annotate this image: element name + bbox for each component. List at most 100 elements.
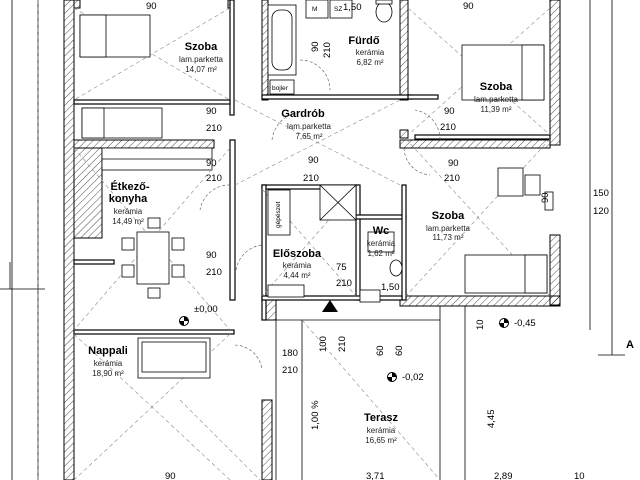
svg-text:kerámia: kerámia — [367, 239, 396, 248]
svg-text:60: 60 — [375, 345, 386, 356]
svg-text:kerámia: kerámia — [94, 359, 123, 368]
room-label-terasz: Terasz kerámia 16,65 m² — [364, 412, 399, 445]
svg-text:210: 210 — [206, 267, 222, 278]
room-label-wc: Wc kerámia 1,62 m² — [367, 225, 396, 258]
svg-text:Előszoba: Előszoba — [273, 248, 322, 260]
svg-text:lam.parketta: lam.parketta — [287, 122, 332, 131]
svg-text:Nappali: Nappali — [88, 345, 128, 357]
interior-walls — [73, 0, 551, 335]
svg-text:90: 90 — [310, 41, 321, 52]
svg-text:210: 210 — [322, 42, 333, 58]
svg-text:6,82 m²: 6,82 m² — [356, 58, 383, 67]
wardrobe-units — [267, 184, 381, 303]
beds — [79, 14, 554, 294]
svg-text:75: 75 — [336, 262, 347, 273]
svg-text:10: 10 — [574, 471, 585, 480]
svg-text:90: 90 — [165, 471, 176, 480]
svg-text:4,44 m²: 4,44 m² — [283, 271, 310, 280]
level-minus002-label: -0,02 — [402, 372, 424, 383]
svg-text:90: 90 — [206, 106, 217, 117]
level-zero-label: ±0,00 — [194, 304, 218, 315]
bathroom-fixtures — [267, 0, 403, 277]
svg-text:10: 10 — [475, 319, 486, 330]
fixture-sz-label: SZ — [334, 6, 342, 13]
room-label-szoba-3: Szoba lam.parketta 11,73 m² — [426, 210, 471, 242]
terrace-outline — [275, 306, 466, 480]
svg-text:210: 210 — [282, 365, 298, 376]
svg-text:90: 90 — [444, 106, 455, 117]
svg-text:1,62 m²: 1,62 m² — [367, 249, 394, 258]
gepeszet-label: gépészet — [275, 201, 282, 228]
svg-text:1,50: 1,50 — [343, 2, 362, 13]
svg-text:90: 90 — [540, 192, 551, 203]
svg-text:Szoba: Szoba — [185, 41, 218, 53]
svg-text:210: 210 — [303, 173, 319, 184]
svg-text:3,71: 3,71 — [366, 471, 385, 480]
reference-lines — [0, 0, 625, 480]
room-label-szoba-2: Szoba lam.parketta 11,39 m² — [474, 81, 519, 114]
svg-text:Gardrób: Gardrób — [281, 108, 325, 120]
svg-text:kerámia: kerámia — [114, 207, 143, 216]
door-swings — [199, 59, 441, 371]
svg-text:11,73 m²: 11,73 m² — [433, 233, 464, 242]
fixture-m-label: M — [312, 6, 317, 13]
svg-text:Szoba: Szoba — [480, 81, 513, 93]
svg-text:150: 150 — [593, 188, 609, 199]
svg-text:kerámia: kerámia — [283, 261, 312, 270]
svg-text:60: 60 — [394, 345, 405, 356]
svg-text:90: 90 — [308, 155, 319, 166]
svg-text:14,07 m²: 14,07 m² — [185, 65, 217, 74]
svg-text:90: 90 — [146, 1, 157, 12]
svg-text:Fürdő: Fürdő — [348, 35, 379, 47]
level-marker-icon — [499, 318, 509, 328]
room-label-nappali: Nappali kerámia 18,90 m² — [88, 345, 128, 378]
svg-text:90: 90 — [448, 158, 459, 169]
svg-text:7,65 m²: 7,65 m² — [295, 132, 322, 141]
svg-text:kerámia: kerámia — [356, 48, 385, 57]
svg-text:90: 90 — [206, 250, 217, 261]
svg-text:210: 210 — [444, 173, 460, 184]
svg-text:210: 210 — [206, 173, 222, 184]
level-marker-icon — [387, 372, 397, 382]
kitchen-counter — [73, 147, 213, 239]
section-marker: A — [626, 339, 634, 351]
svg-text:Étkező-: Étkező- — [110, 180, 149, 193]
svg-text:14,49 m²: 14,49 m² — [112, 217, 144, 226]
svg-text:210: 210 — [336, 278, 352, 289]
svg-text:Wc: Wc — [373, 225, 390, 237]
svg-text:kerámia: kerámia — [367, 426, 396, 435]
svg-text:11,39 m²: 11,39 m² — [481, 105, 512, 114]
dining-table — [121, 217, 185, 299]
svg-text:16,65 m²: 16,65 m² — [365, 436, 397, 445]
svg-text:lam.parketta: lam.parketta — [426, 224, 471, 233]
room-label-eloszoba: Előszoba kerámia 4,44 m² — [273, 248, 322, 280]
svg-text:100: 100 — [318, 336, 329, 352]
svg-text:lam.parketta: lam.parketta — [179, 55, 224, 64]
svg-text:Szoba: Szoba — [432, 210, 465, 222]
svg-text:lam.parketta: lam.parketta — [474, 95, 519, 104]
svg-text:210: 210 — [337, 336, 348, 352]
svg-text:120: 120 — [593, 206, 609, 217]
room-label-furdo: Fürdő kerámia 6,82 m² — [348, 35, 384, 67]
room-label-etkezo-konyha: Étkező- konyha kerámia 14,49 m² — [109, 180, 150, 226]
svg-text:4,45: 4,45 — [486, 410, 497, 429]
room-label-gardrob: Gardrób lam.parketta 7,65 m² — [281, 108, 331, 141]
svg-text:180: 180 — [282, 348, 298, 359]
svg-text:210: 210 — [440, 122, 456, 133]
level-marker-icon — [179, 316, 189, 326]
svg-text:1,50: 1,50 — [381, 282, 400, 293]
svg-text:210: 210 — [206, 123, 222, 134]
svg-text:konyha: konyha — [109, 193, 148, 205]
room-label-szoba-1: Szoba lam.parketta 14,07 m² — [179, 41, 224, 74]
entrance-arrow — [322, 300, 338, 312]
sofa — [137, 337, 211, 379]
svg-text:90: 90 — [206, 158, 217, 169]
svg-text:18,90 m²: 18,90 m² — [92, 369, 124, 378]
dimension-labels: 90 90 1,50 90 210 90 210 90 210 90 210 9… — [146, 1, 609, 480]
exterior-walls — [63, 0, 561, 480]
svg-text:90: 90 — [463, 1, 474, 12]
level-minus045-label: -0,45 — [514, 318, 536, 329]
slope-label: 1,00 % — [310, 400, 321, 430]
svg-text:2,89: 2,89 — [494, 471, 513, 480]
